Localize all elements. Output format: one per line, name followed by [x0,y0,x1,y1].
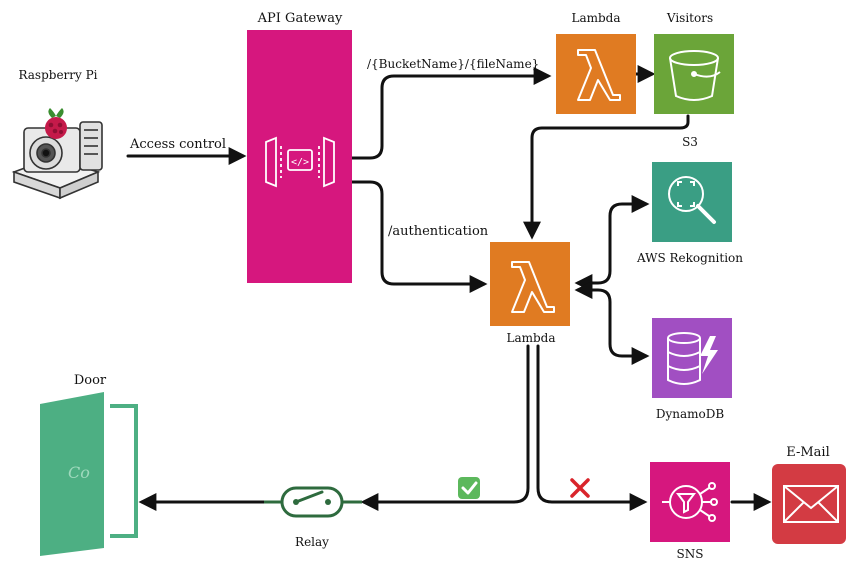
check-icon [458,477,480,499]
email-node: E-Mail [772,445,846,544]
edge-lambda-dynamodb [574,281,650,365]
api-gateway-node: API Gateway </> [247,11,352,283]
label-access-control: Access control [129,137,226,152]
lambda-top-node: Lambda [556,11,636,114]
raspberry-logo-icon [45,108,67,139]
relay-label: Relay [295,535,329,549]
svg-text:</>: </> [291,157,309,168]
edge-lambda-rekognition [574,195,650,292]
rekognition-box[interactable] [652,162,732,242]
rekognition-label: AWS Rekognition [636,251,743,265]
raspberry-pi-node: Raspberry Pi [11,68,103,200]
sns-label: SNS [677,547,704,561]
door-panel-icon[interactable] [40,392,104,556]
sns-icon [662,482,718,522]
s3-node: Visitors S3 [654,11,734,149]
door-label: Door [74,373,107,388]
database-icon [667,332,718,385]
edge-bucket-path [350,67,552,160]
lambda-top-icon [577,49,621,101]
rekognition-node: AWS Rekognition [636,162,743,265]
label-authentication: /authentication [388,224,489,239]
connectors [126,65,772,511]
magnifier-icon [668,176,716,224]
door-node: Door Co [40,373,138,556]
door-handle-icon: Co [68,463,90,482]
dynamodb-label: DynamoDB [656,407,725,421]
raspberry-pi-label: Raspberry Pi [18,68,97,82]
s3-bucket-icon [669,50,721,101]
dynamodb-box[interactable] [652,318,732,398]
label-bucket-path: /{BucketName}/{fileName} [367,57,539,71]
email-label: E-Mail [786,445,830,460]
s3-label: S3 [682,135,698,149]
lambda-main-label: Lambda [506,331,555,345]
envelope-icon [783,485,839,523]
dynamodb-node: DynamoDB [652,318,732,421]
lambda-main-box[interactable] [490,242,570,326]
lambda-main-icon [511,261,555,313]
relay-icon[interactable] [280,486,344,518]
api-gateway-label: API Gateway [257,11,343,26]
lambda-main-node: Lambda [490,242,570,345]
s3-title: Visitors [666,11,713,25]
sns-node: SNS [650,462,730,561]
edge-authentication [350,180,488,293]
edge-lambda-to-sns [536,344,648,511]
lambda-top-box[interactable] [556,34,636,114]
lambda-top-label: Lambda [571,11,620,25]
cross-icon [570,478,590,498]
raspberry-pi-camera-icon [11,121,103,200]
api-gateway-icon: </> [265,136,335,188]
relay-node: Relay [264,486,362,549]
door-frame [110,404,138,538]
edge-s3-to-lambda [523,114,690,240]
edge-lambda-to-relay [360,344,530,511]
